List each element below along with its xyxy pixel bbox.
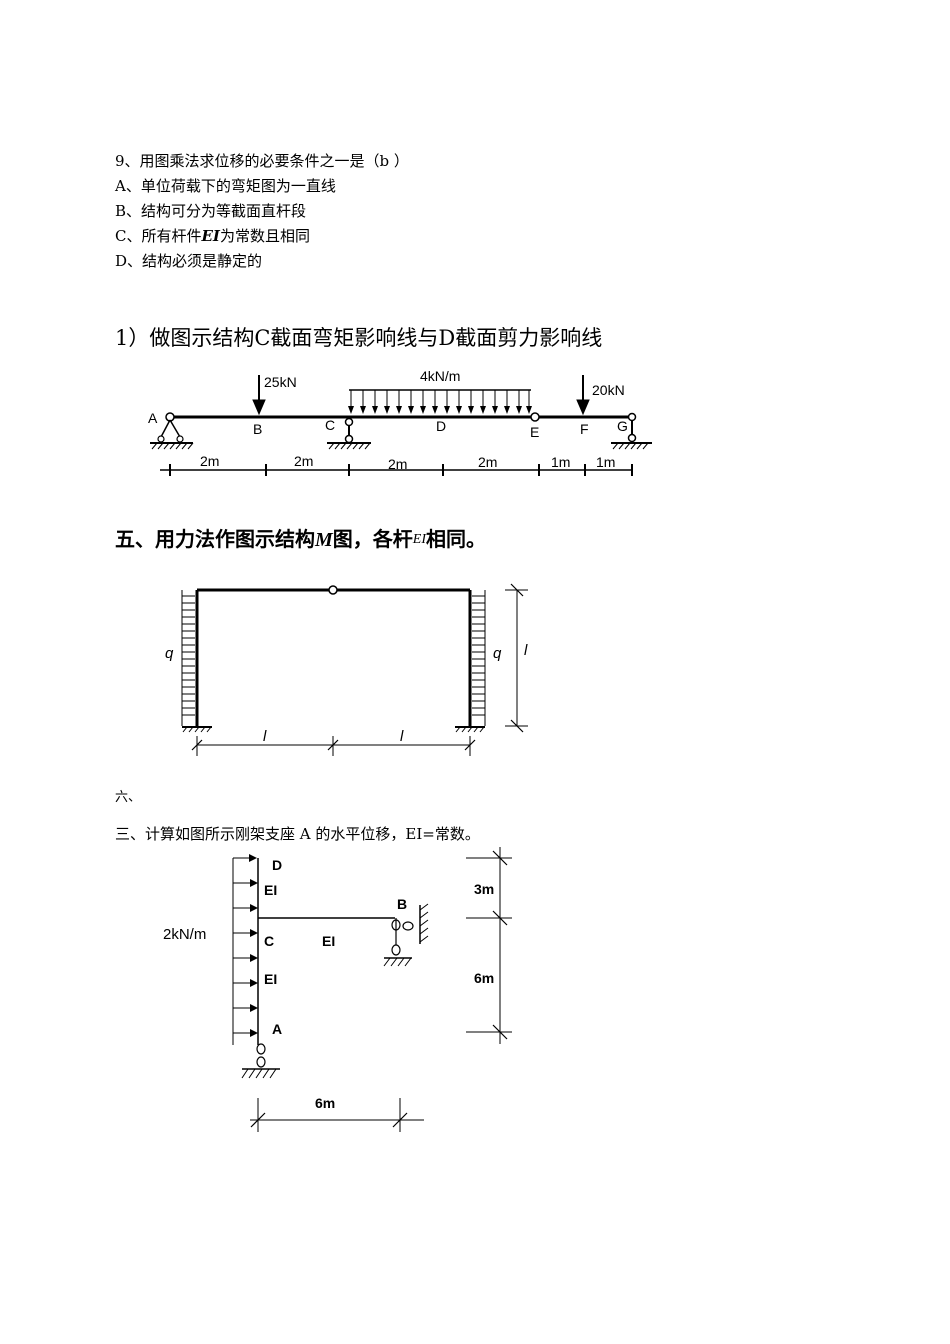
section5-title: 五、用力法作图示结构M图，各杆EI相同。 <box>115 523 486 552</box>
option-d: D、结构必须是静定的 <box>115 252 263 270</box>
option-c-ei: EI <box>201 227 220 245</box>
section3-title: 三、计算如图所示刚架支座 A 的水平位移，EI=常数。 <box>115 825 480 843</box>
node-c-label: C <box>264 933 274 949</box>
section6-label: 六、 <box>115 790 142 805</box>
frame-l-right: l <box>400 728 404 745</box>
s5-part-c: 相同。 <box>426 527 487 551</box>
load-2knm-label: 2kN/m <box>163 926 206 943</box>
frame-q-left: q <box>165 645 174 662</box>
option-b: B、结构可分为等截面直杆段 <box>115 202 307 220</box>
s5-m: M <box>315 529 333 551</box>
load-25kn-label: 25kN <box>264 374 297 390</box>
ei-bottom-label: EI <box>264 971 277 987</box>
node-d-label: D <box>272 857 282 873</box>
point-e-label: E <box>530 424 539 440</box>
option-c-tail: 为常数且相同 <box>219 227 310 245</box>
beam-diagram <box>150 375 652 476</box>
frame-q-right: q <box>493 645 502 662</box>
section1-title: 1）做图示结构C截面弯矩影响线与D截面剪力影响线 <box>115 326 603 350</box>
option-c: C、所有杆件EI为常数且相同 <box>115 225 310 246</box>
dim-6: 1m <box>596 454 615 470</box>
s5-ei: EI <box>412 532 427 547</box>
point-a-label: A <box>148 410 158 426</box>
dim-4: 2m <box>478 454 497 470</box>
node-a-label: A <box>272 1021 282 1037</box>
point-f-label: F <box>580 421 589 437</box>
dim-6m-horizontal: 6m <box>315 1095 335 1111</box>
dim-1: 2m <box>200 453 219 469</box>
s5-part-b: 图，各杆 <box>332 527 413 551</box>
frame-l-left: l <box>263 728 267 745</box>
point-g-label: G <box>617 418 628 434</box>
dim-5: 1m <box>551 454 570 470</box>
s5-part-a: 五、用力法作图示结构 <box>115 527 315 551</box>
point-c-label: C <box>325 417 335 433</box>
option-a: A、单位荷载下的弯矩图为一直线 <box>115 177 336 195</box>
load-4knm-label: 4kN/m <box>420 368 460 384</box>
load-20kn-label: 20kN <box>592 382 625 398</box>
ei-top-label: EI <box>264 882 277 898</box>
point-b-label: B <box>253 421 262 437</box>
frame-l-height: l <box>524 642 528 659</box>
dim-6m-vertical: 6m <box>474 970 494 986</box>
option-c-head: C、所有杆件 <box>115 227 202 245</box>
dim-3m: 3m <box>474 881 494 897</box>
ei-beam-label: EI <box>322 933 335 949</box>
rigid-frame-diagram <box>232 847 512 1132</box>
dim-3: 2m <box>388 456 407 472</box>
question-9-stem: 9、用图乘法求位移的必要条件之一是（b ） <box>115 152 409 170</box>
dim-2: 2m <box>294 453 313 469</box>
node-b-label: B <box>397 896 407 912</box>
point-d-label: D <box>436 418 446 434</box>
frame-diagram <box>181 583 528 756</box>
